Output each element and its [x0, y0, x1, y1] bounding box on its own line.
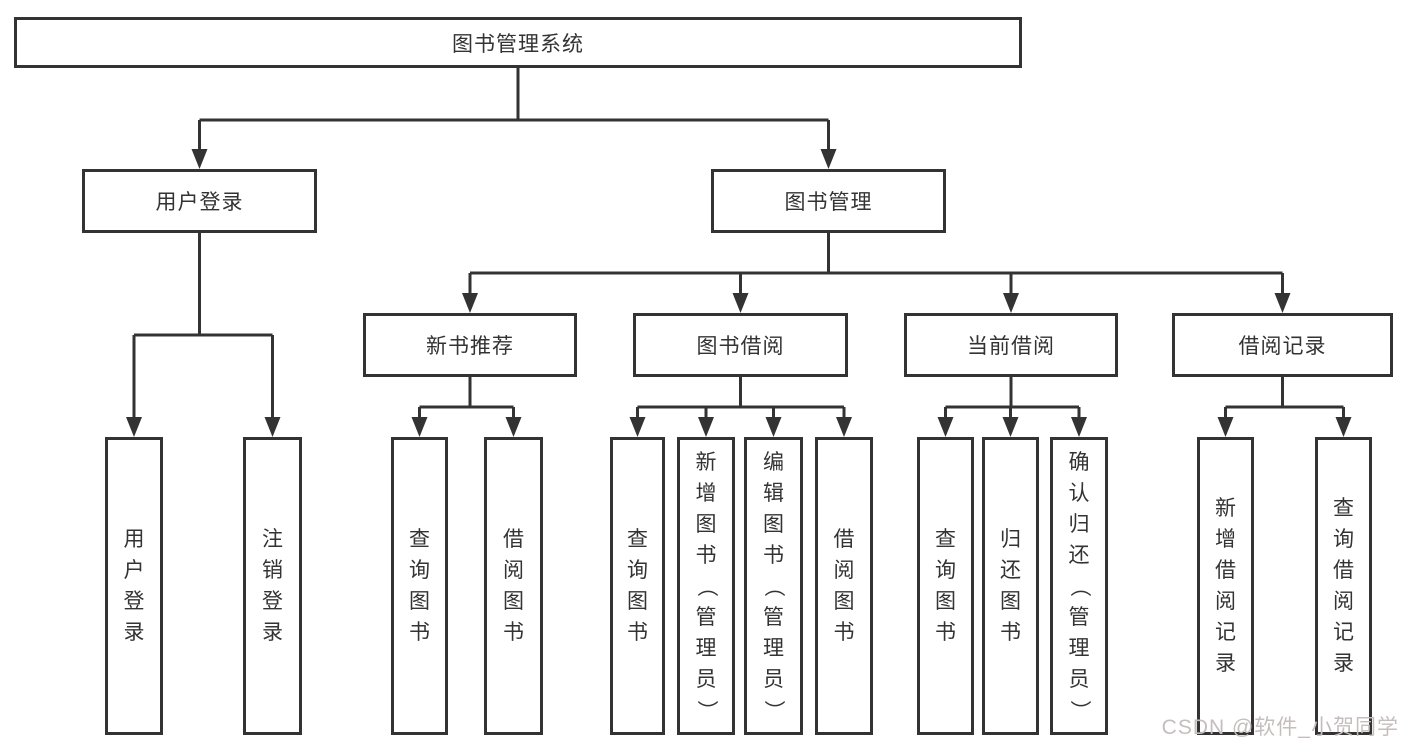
- leaf-logout: 注销登录: [243, 437, 302, 735]
- connector-new-book-recommend: [418, 377, 515, 420]
- node-book-borrow: 图书借阅: [633, 313, 848, 377]
- connector-user-login: [132, 233, 274, 420]
- node-book-management: 图书管理: [711, 169, 946, 233]
- node-current-borrow: 当前借阅: [904, 313, 1118, 377]
- leaf-query-books-recommend: 查询图书: [391, 437, 448, 735]
- node-borrow-records: 借阅记录: [1172, 313, 1393, 377]
- leaf-add-book-admin: 新增图书（管理员）: [677, 437, 735, 735]
- connector-borrow-records: [1224, 377, 1345, 420]
- node-new-book-recommend: 新书推荐: [363, 313, 577, 377]
- connector-book-borrow: [636, 377, 846, 420]
- leaf-confirm-return-admin: 确认归还（管理员）: [1050, 437, 1108, 735]
- leaf-query-books-borrow: 查询图书: [610, 437, 665, 735]
- leaf-add-borrow-record: 新增借阅记录: [1197, 437, 1254, 735]
- leaf-return-books: 归还图书: [982, 437, 1039, 735]
- connector-book-management: [468, 233, 1284, 296]
- leaf-query-books-current: 查询图书: [917, 437, 974, 735]
- leaf-user-login: 用户登录: [105, 437, 163, 735]
- watermark: CSDN @软件_小贺同学: [1161, 716, 1399, 739]
- arrowheads: [126, 149, 1352, 437]
- leaf-borrow-books: 借阅图书: [815, 437, 873, 735]
- connector-current-borrow: [944, 377, 1081, 420]
- leaf-edit-book-admin: 编辑图书（管理员）: [744, 437, 803, 735]
- node-root: 图书管理系统: [14, 17, 1022, 68]
- connector-root: [198, 68, 830, 152]
- leaf-query-borrow-record: 查询借阅记录: [1315, 437, 1372, 735]
- node-user-login: 用户登录: [82, 169, 317, 233]
- leaf-borrow-books-recommend: 借阅图书: [484, 437, 543, 735]
